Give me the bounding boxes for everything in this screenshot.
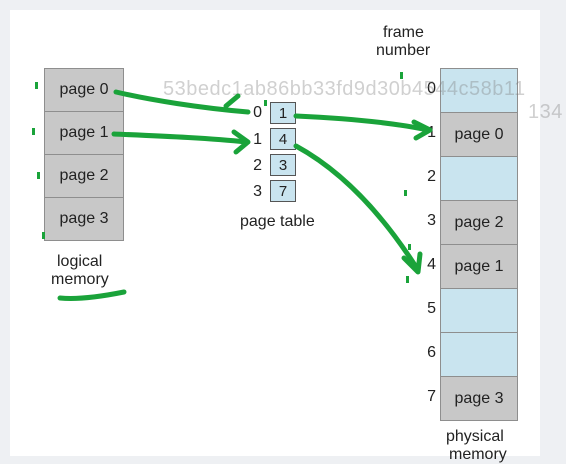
page-table-index-2: 2 [253, 157, 262, 174]
frame-number-header-line2: number [376, 42, 431, 59]
frame-number-0: 0 [427, 80, 436, 97]
physical-frame-6 [440, 332, 518, 377]
physical-frame-2 [440, 156, 518, 201]
logical-page-2: page 2 [44, 154, 124, 198]
page-table-index-1: 1 [253, 131, 262, 148]
physical-frame-4: page 1 [440, 244, 518, 289]
logical-page-label: page 1 [59, 124, 109, 141]
logical-memory-caption-line2: memory [51, 271, 109, 288]
page-table-entry-3: 7 [270, 180, 296, 202]
page-table-index-3: 3 [253, 183, 262, 200]
frame-number-header-line1: frame [383, 24, 424, 41]
frame-number-2: 2 [427, 168, 436, 185]
physical-frame-1: page 0 [440, 112, 518, 157]
logical-page-3: page 3 [44, 197, 124, 241]
logical-memory-caption-line1: logical [57, 253, 103, 270]
physical-frame-label: page 0 [454, 125, 504, 143]
frame-number-7: 7 [427, 388, 436, 405]
physical-memory-caption-line2: memory [449, 446, 507, 463]
logical-page-label: page 2 [59, 167, 109, 184]
frame-number-4: 4 [427, 256, 436, 273]
physical-frame-7: page 3 [440, 376, 518, 421]
physical-frame-label: page 1 [454, 257, 504, 275]
page-table-caption: page table [240, 213, 315, 230]
logical-page-label: page 0 [59, 81, 109, 98]
logical-page-1: page 1 [44, 111, 124, 155]
frame-number-5: 5 [427, 300, 436, 317]
page-table-entry-2: 3 [270, 154, 296, 176]
watermark-hash: 53bedc1ab86bb33fd9d30b4544c58b11 [163, 78, 526, 100]
frame-number-1: 1 [427, 124, 436, 141]
physical-frame-0 [440, 68, 518, 113]
page-table-index-0: 0 [253, 104, 262, 121]
physical-frame-label: page 2 [454, 213, 504, 231]
logical-page-label: page 3 [59, 210, 109, 227]
physical-frame-3: page 2 [440, 200, 518, 245]
frame-number-3: 3 [427, 212, 436, 229]
page-table-entry-1: 4 [270, 128, 296, 150]
physical-frame-label: page 3 [454, 389, 504, 407]
physical-frame-5 [440, 288, 518, 333]
physical-memory-caption-line1: physical [446, 428, 504, 445]
watermark-number: 134 [528, 101, 563, 123]
logical-page-0: page 0 [44, 68, 124, 112]
frame-number-6: 6 [427, 344, 436, 361]
page-table-entry-0: 1 [270, 102, 296, 124]
